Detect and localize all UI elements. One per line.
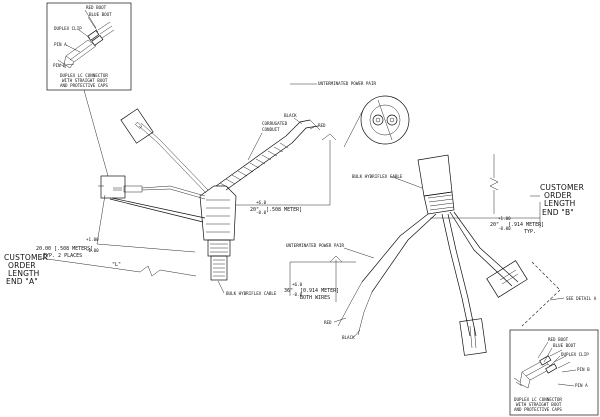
detail-box-left: RED BOOT BLUE BOOT DUPLEX CLIP PIN A PIN…	[46, 2, 132, 91]
detail-right-red-boot-label: RED BOOT	[548, 337, 569, 342]
end-b-line-4: END "B"	[542, 208, 574, 217]
corrugated-conduit	[215, 135, 293, 191]
detail-right-caption-1: DUPLEX LC CONNECTOR	[514, 397, 562, 402]
left-bulk-cable-label: BULK HYBRIFLEX CABLE	[226, 291, 277, 296]
lc-connector-icon-right	[513, 349, 571, 389]
detail-left-pin-a-label: PIN A	[54, 42, 67, 47]
detail-left-caption-1: DUPLEX LC CONNECTOR	[60, 73, 108, 78]
right-dim-top-tol-minus: -0.00	[498, 226, 511, 231]
power-pair-section-icon	[360, 95, 410, 145]
detail-left-red-boot-label: RED BOOT	[86, 5, 107, 10]
right-dim-top-metric: [.914 METER]	[508, 222, 544, 228]
end-a-line-4: END "A"	[6, 277, 38, 286]
detail-left-caption-3: AND PROTECTIVE CAPS	[60, 83, 108, 88]
detail-right-pin-a-label: PIN A	[575, 383, 588, 388]
right-black-label: BLACK	[342, 335, 355, 340]
left-dim-left-tol-plus: +1.00	[86, 237, 99, 242]
left-red-label: RED	[318, 123, 326, 128]
detail-right-caption-3: AND PROTECTIVE CAPS	[514, 407, 562, 412]
detail-left-blue-boot-label: BLUE BOOT	[89, 12, 112, 17]
detail-box-right: RED BOOT BLUE BOOT DUPLEX CLIP PIN B PIN…	[509, 329, 599, 416]
left-dim-left-tol-minus: -0.00	[86, 248, 99, 253]
right-unterminated-power-pair-label: UNTERMINATED POWER PAIR	[286, 243, 344, 248]
left-dim-break-label: "L"	[112, 262, 121, 268]
left-dim-top-metric: [.508 METER]	[266, 207, 302, 213]
right-dim-power-note: BOTH WIRES	[300, 295, 330, 301]
right-dim-power-tol-plus: +6.0	[292, 282, 303, 287]
left-dim-top-tol-plus: +6.0	[256, 200, 267, 205]
left-dim-top-value: 20"	[250, 207, 259, 213]
left-dim-left-note: TYP. 2 PLACES	[43, 253, 82, 259]
detail-right-pin-b-label: PIN B	[577, 367, 590, 372]
right-red-label: RED	[324, 320, 332, 325]
end-b-line-3: LENGTH	[544, 199, 576, 208]
right-assembly: BULK HYBRIFLEX CABLE 20" +1.00 -0.00 [.9…	[284, 154, 597, 356]
see-detail-a-label: SEE DETAIL A	[566, 296, 597, 301]
end-a-line-1: CUSTOMER	[4, 253, 48, 262]
end-a-line-2: ORDER	[8, 261, 36, 270]
right-dim-top-note: TYP.	[524, 229, 536, 235]
right-dim-power-tol-minus: -0.0	[292, 292, 303, 297]
detail-left-pin-b-label: PIN B	[53, 63, 66, 68]
left-black-label: BLACK	[284, 113, 297, 118]
right-dim-power-metric: [0.914 METER]	[300, 288, 339, 294]
lc-connector-icon	[57, 21, 115, 69]
left-dim-left-value: 20.00 [.508 METERS]	[36, 246, 93, 252]
detail-right-blue-boot-label: BLUE BOOT	[553, 343, 576, 348]
left-assembly: 20" +6.0 -0.0 [.508 METER] CORRUGATED CO…	[4, 81, 410, 296]
left-dim-top-tol-minus: -0.0	[256, 210, 267, 215]
right-dim-top-value: 20"	[490, 222, 499, 228]
left-unterminated-power-pair-label: UNTERMINATED POWER PAIR	[318, 81, 376, 86]
detail-right-duplex-clip-label: DUPLEX CLIP	[561, 352, 589, 357]
detail-left-caption-2: WITH STRAIGHT BOOT	[62, 78, 108, 83]
corrugated-label-2: CONDUIT	[262, 127, 280, 132]
detail-right-caption-2: WITH STRAIGHT BOOT	[516, 402, 562, 407]
left-breakout-body	[199, 185, 237, 281]
right-bulk-cable-label: BULK HYBRIFLEX CABLE	[352, 174, 403, 179]
right-dim-top-tol-plus: +1.00	[498, 216, 511, 221]
end-b-line-1: CUSTOMER	[540, 183, 584, 192]
right-dim-power-value: 36"	[284, 288, 293, 294]
end-a-line-3: LENGTH	[8, 269, 40, 278]
end-b-line-2: ORDER	[544, 191, 572, 200]
corrugated-label-1: CORRUGATED	[262, 121, 288, 126]
detail-left-duplex-clip-label: DUPLEX CLIP	[54, 26, 82, 31]
